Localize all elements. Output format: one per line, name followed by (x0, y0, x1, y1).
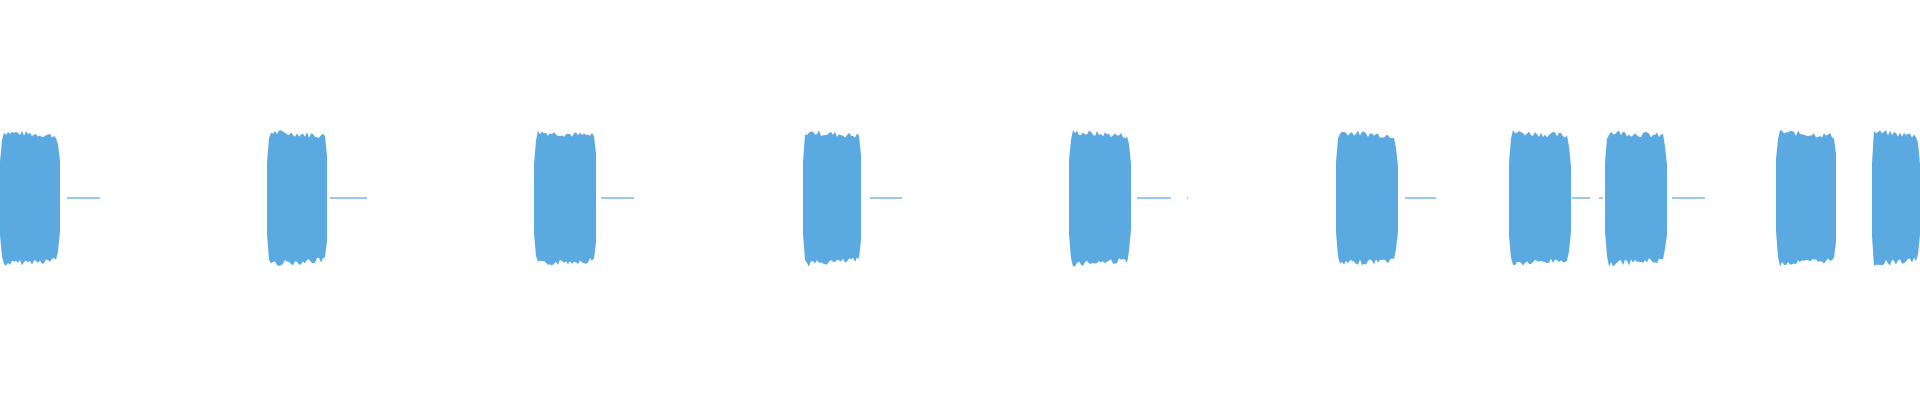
waveform-burst-6 (1336, 130, 1398, 266)
waveform-burst-8 (1605, 130, 1667, 267)
waveform-burst-5 (1069, 129, 1131, 267)
waveform-burst-1 (0, 130, 60, 266)
waveform-burst-9 (1776, 130, 1836, 267)
waveform-burst-7 (1509, 129, 1571, 266)
waveform-burst-10 (1872, 130, 1920, 267)
waveform-burst-3 (534, 130, 596, 266)
waveform-burst-4 (803, 130, 861, 267)
waveform-burst-2 (267, 130, 327, 266)
waveform-bursts (0, 129, 1920, 267)
